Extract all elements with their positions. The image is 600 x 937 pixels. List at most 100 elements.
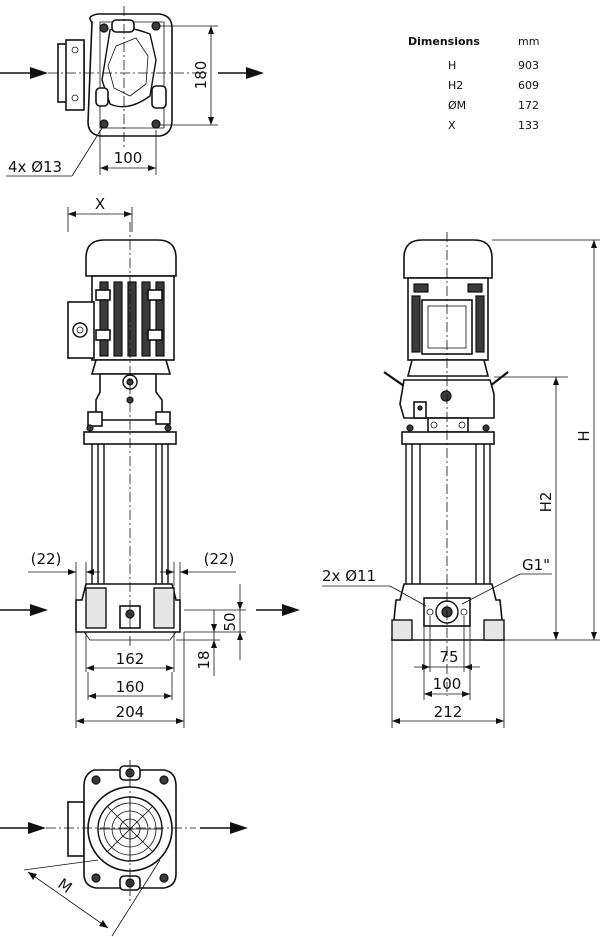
motor-fin xyxy=(127,281,137,357)
dimension-key: ØM xyxy=(448,99,467,112)
dimension-key: H xyxy=(448,59,457,72)
bottom-bolt-hole xyxy=(159,873,169,883)
bottom-bolt-hole xyxy=(91,775,101,785)
dim-22-left-label: (22) xyxy=(31,550,62,568)
inlet-arrow-head xyxy=(30,67,48,79)
side-motor-fin xyxy=(475,295,485,353)
motor-fin xyxy=(155,281,165,357)
side-lantern-plug xyxy=(440,390,452,402)
side-base-foot xyxy=(391,619,413,641)
leader-line xyxy=(71,127,103,177)
motor-fin xyxy=(113,281,123,357)
bottom-bolt-hole xyxy=(159,775,169,785)
dimension-row-h: H 903 xyxy=(408,59,558,79)
dimension-value: 172 xyxy=(518,99,539,112)
leader-line xyxy=(389,585,427,607)
side-motor-fin xyxy=(411,295,421,353)
outlet-arrow-head xyxy=(230,822,248,834)
dim-arrow xyxy=(148,165,156,171)
dim-arrow xyxy=(164,693,172,699)
side-base-foot xyxy=(483,619,505,641)
side-g1-label: G1" xyxy=(522,556,550,574)
dimensions-title: Dimensions xyxy=(408,35,480,48)
cable-gland xyxy=(72,322,88,338)
dimension-value: 609 xyxy=(518,79,539,92)
lifting-handle xyxy=(489,371,509,387)
side-holes-label: 2x Ø11 xyxy=(322,567,376,585)
top-view: 180 100 4x Ø13 xyxy=(0,6,264,177)
dim-line-m xyxy=(27,871,109,929)
dim-arrow xyxy=(553,377,559,385)
dimension-row-x: X 133 xyxy=(408,119,558,139)
inlet-arrow-head xyxy=(30,604,48,616)
bolt-holes-label: 4x Ø13 xyxy=(8,158,62,176)
dim-100-top-label: 100 xyxy=(114,149,143,167)
dim-arrow xyxy=(100,165,108,171)
terminal-box xyxy=(67,301,95,359)
cable-gland-inner xyxy=(76,326,84,334)
dim-arrow xyxy=(464,664,472,670)
dim-arrow xyxy=(166,569,174,575)
dim-arrow xyxy=(211,624,217,632)
front-view: X xyxy=(0,195,300,728)
dim-h2-label: H2 xyxy=(537,492,555,513)
dim-arrow xyxy=(237,602,243,610)
side-seal-bolt xyxy=(430,421,438,429)
base-inlet-port xyxy=(85,587,107,629)
dim-arrow xyxy=(496,718,504,724)
bottom-inlet-flange xyxy=(67,801,85,857)
side-motor-fin xyxy=(467,283,483,293)
tie-rod-nut xyxy=(164,424,172,432)
bolt-hole xyxy=(151,119,161,129)
dim-arrow xyxy=(99,920,108,928)
outlet-arrow-head xyxy=(246,67,264,79)
side-tie-rod-nut xyxy=(482,424,490,432)
side-motor-flange xyxy=(406,359,490,377)
dim-180-label: 180 xyxy=(192,61,210,90)
dim-100-side-label: 100 xyxy=(433,675,462,693)
dim-arrow xyxy=(28,872,37,880)
lantern-side-lug xyxy=(87,411,103,427)
flange-bolt xyxy=(71,46,79,54)
side-seal-housing xyxy=(427,417,469,433)
dim-arrow xyxy=(208,117,214,125)
dim-arrow xyxy=(124,211,132,217)
motor-fin xyxy=(141,281,151,357)
dim-arrow xyxy=(208,26,214,34)
bottom-view: M xyxy=(0,760,248,937)
dim-22-right-label: (22) xyxy=(204,550,235,568)
side-lantern-dot xyxy=(417,405,423,411)
top-lantern-inner xyxy=(107,37,149,97)
dimension-key: H2 xyxy=(448,79,464,92)
lantern-side-lug xyxy=(155,411,171,425)
dimension-row-m: ØM 172 xyxy=(408,99,558,119)
dim-arrow xyxy=(237,632,243,640)
dim-arrow xyxy=(86,665,94,671)
side-seal-bolt xyxy=(458,421,466,429)
dimension-row-h2: H2 609 xyxy=(408,79,558,99)
bottom-bolt-hole xyxy=(91,873,101,883)
top-inlet-flange-plate xyxy=(65,39,85,111)
side-flange-hole xyxy=(460,608,468,616)
dim-arrow xyxy=(76,718,84,724)
dim-18-label: 18 xyxy=(195,650,213,669)
top-lantern-lug xyxy=(95,87,109,107)
dim-162-label: 162 xyxy=(116,650,145,668)
motor-lug xyxy=(147,329,163,341)
dim-arrow xyxy=(176,718,184,724)
dim-75-label: 75 xyxy=(439,648,458,666)
dim-arrow xyxy=(88,693,96,699)
dim-212-label: 212 xyxy=(434,703,463,721)
dim-ext xyxy=(111,859,161,937)
dim-arrow xyxy=(68,569,76,575)
flange-bolt xyxy=(71,94,79,102)
dim-arrow xyxy=(166,665,174,671)
dimension-key: X xyxy=(448,119,456,132)
dim-204-label: 204 xyxy=(116,703,145,721)
inlet-arrow-head xyxy=(28,822,46,834)
dim-arrow xyxy=(424,691,432,697)
bolt-hole xyxy=(151,21,161,31)
dim-arrow xyxy=(392,718,400,724)
dim-x-label: X xyxy=(95,195,105,213)
